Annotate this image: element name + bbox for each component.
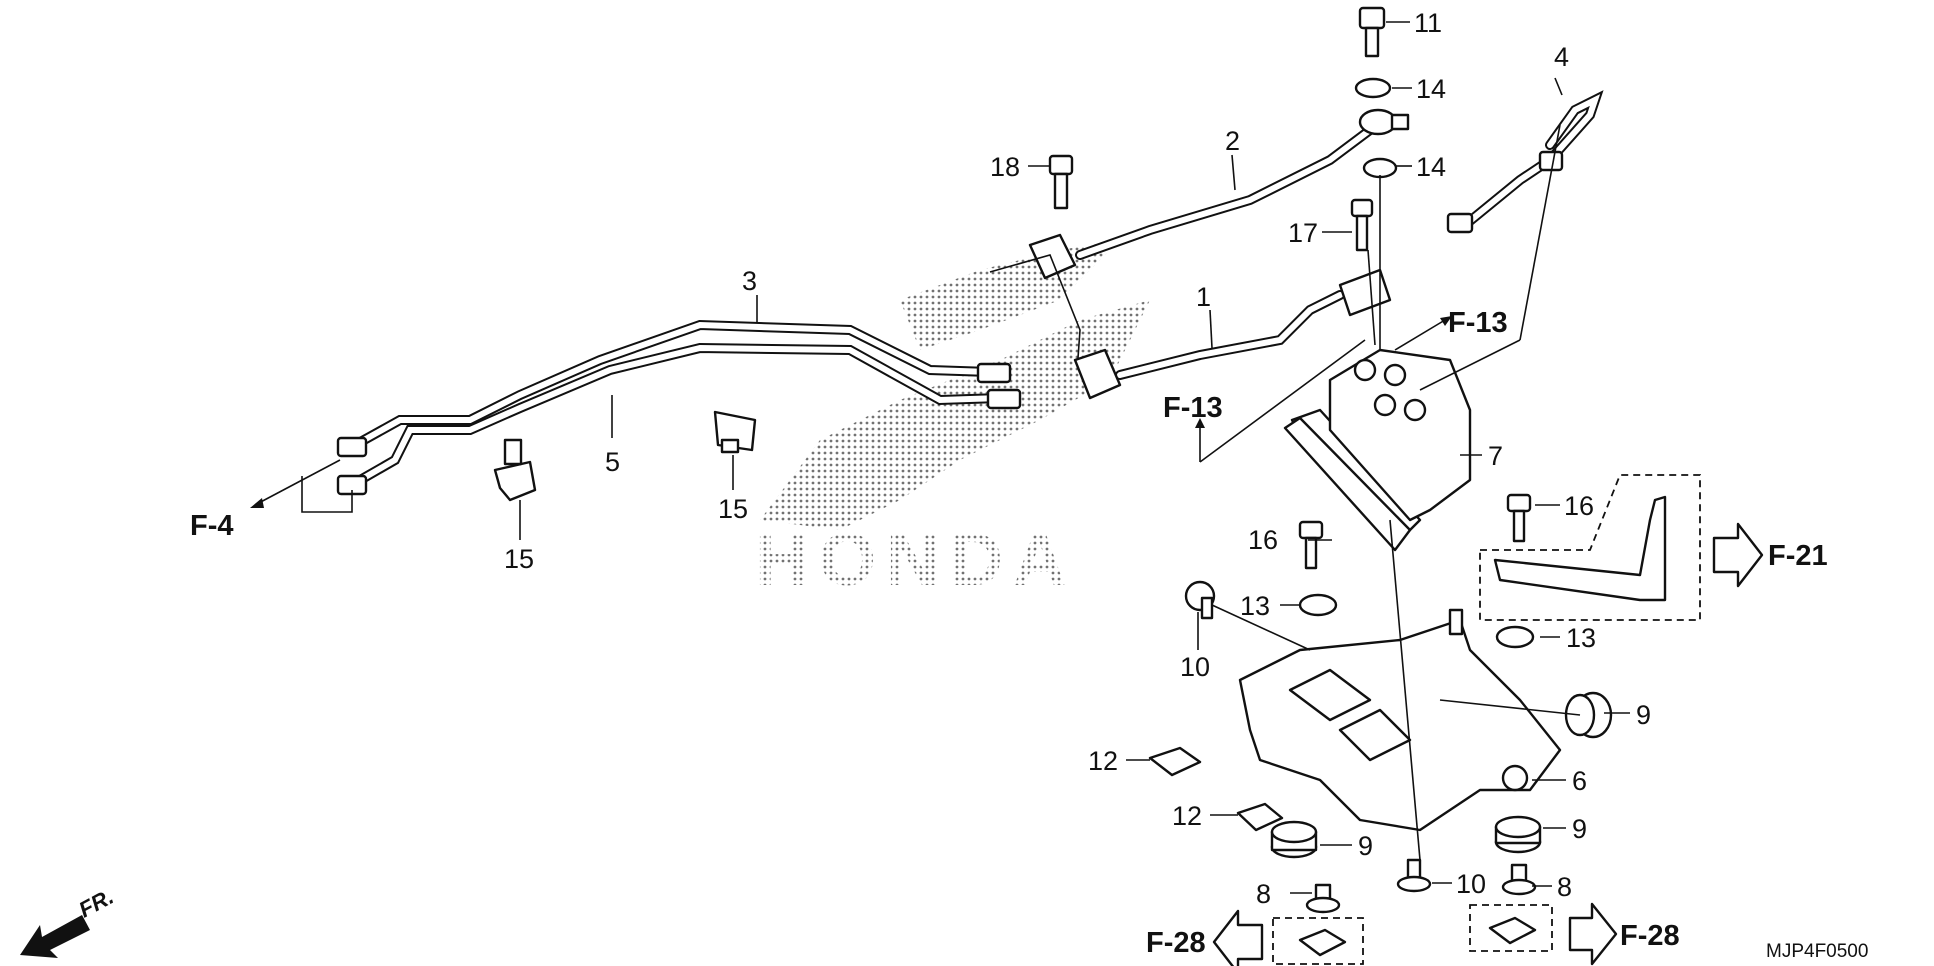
front-direction-arrow: FR. [20, 884, 118, 958]
collar-8a [1305, 883, 1341, 914]
brake-hose-4 [1446, 90, 1604, 234]
bolt-17 [1350, 198, 1374, 252]
washer-14b [1362, 157, 1398, 179]
bolt-11 [1358, 6, 1386, 58]
callout-3: 3 [742, 266, 757, 296]
callout-2: 2 [1225, 126, 1240, 156]
grommet-9c [1494, 815, 1542, 854]
callout-9c: 9 [1572, 814, 1587, 844]
ref-f28-left: F-28 [1146, 927, 1206, 959]
callout-9a: 9 [1636, 700, 1651, 730]
washer-13b [1495, 625, 1535, 649]
callout-10a: 10 [1180, 652, 1210, 682]
callout-16a: 16 [1248, 525, 1278, 555]
callout-5: 5 [605, 447, 620, 477]
clip-15b [713, 410, 757, 454]
clip-15a [493, 438, 537, 502]
nut-12b [1236, 802, 1284, 832]
callout-17: 17 [1288, 218, 1318, 248]
ref-f4: F-4 [190, 510, 234, 542]
abs-modulator-7 [1283, 348, 1472, 552]
washer-13a [1298, 593, 1338, 617]
nut-12a [1148, 746, 1202, 777]
callout-12b: 12 [1172, 801, 1202, 831]
callout-1: 1 [1196, 282, 1211, 312]
leader-lines [250, 21, 1630, 894]
brake-hose-2 [1028, 125, 1375, 280]
bolt-16b [1506, 493, 1532, 543]
arrow-f21 [1712, 522, 1764, 588]
pipe-fittings [336, 362, 1022, 496]
callout-9b: 9 [1358, 831, 1373, 861]
brake-pipe-3 [350, 319, 995, 450]
f28-box-right [1469, 904, 1553, 952]
callout-14b: 14 [1416, 152, 1446, 182]
arrow-f28-left [1212, 909, 1264, 966]
ref-f13-upper: F-13 [1448, 307, 1508, 339]
callout-6: 6 [1572, 766, 1587, 796]
honda-watermark: HONDA [755, 240, 1150, 601]
bolt-16a [1298, 520, 1324, 570]
callout-4: 4 [1554, 42, 1569, 72]
side-bracket [1479, 474, 1701, 621]
bolt-10b [1396, 858, 1432, 893]
ref-f21: F-21 [1768, 540, 1828, 572]
callout-16b: 16 [1564, 491, 1594, 521]
honda-watermark-text: HONDA [755, 518, 1076, 601]
callout-12a: 12 [1088, 746, 1118, 776]
banjo-fitting [1358, 108, 1410, 136]
callout-11: 11 [1414, 8, 1442, 38]
callout-18: 18 [990, 152, 1020, 182]
callout-10b: 10 [1456, 869, 1486, 899]
collar-8b [1501, 863, 1537, 896]
bolt-10a [1184, 580, 1216, 620]
callout-8b: 8 [1557, 872, 1572, 902]
callout-15b: 15 [718, 494, 748, 524]
arrow-f28-right [1568, 902, 1618, 966]
diagram-code: MJP4F0500 [1766, 941, 1868, 962]
washer-14a [1354, 77, 1392, 99]
callout-15a: 15 [504, 544, 534, 574]
ref-f13-lower: F-13 [1163, 392, 1223, 424]
grommet-9b [1270, 820, 1318, 859]
brake-pipe-5 [350, 342, 1005, 488]
callout-8a: 8 [1256, 879, 1271, 909]
callout-7: 7 [1488, 441, 1503, 471]
bracket-6 [1238, 608, 1562, 832]
brake-hose-1 [1073, 268, 1392, 400]
callout-13b: 13 [1566, 623, 1596, 653]
ref-f28-right: F-28 [1620, 920, 1680, 952]
callout-14a: 14 [1416, 74, 1446, 104]
bolt-18 [1048, 154, 1074, 210]
callout-13a: 13 [1240, 591, 1270, 621]
f28-box-left [1272, 917, 1364, 965]
